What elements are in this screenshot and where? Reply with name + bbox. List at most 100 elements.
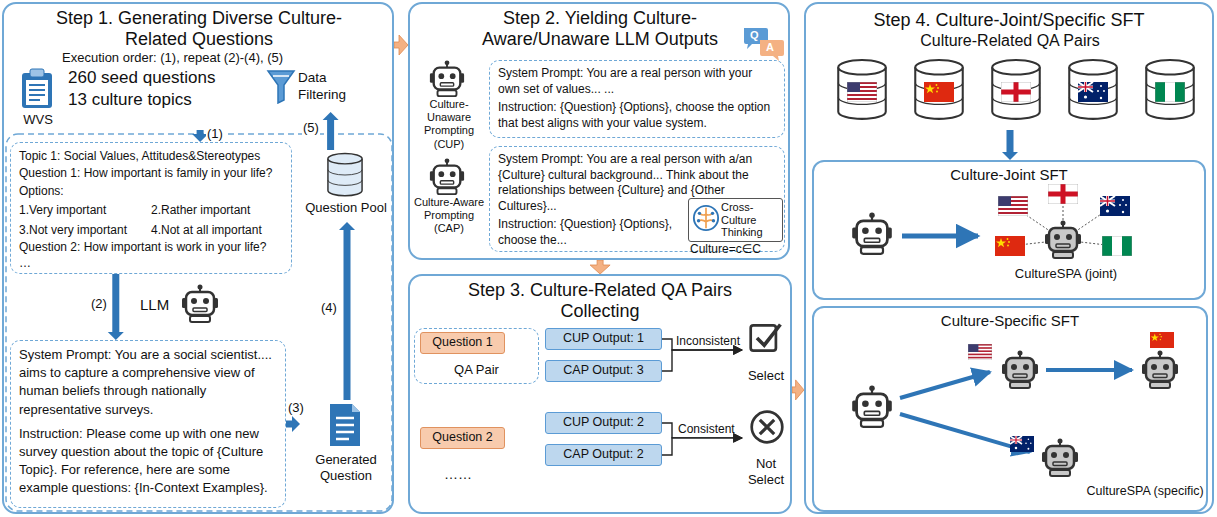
llm-robot — [182, 285, 218, 323]
node-text: Question 1 — [421, 333, 504, 351]
text-label: Culture=c∈C — [690, 242, 761, 256]
prompt-box: System Prompt: You are a real person wit… — [489, 146, 785, 252]
node-text: Step 1. Generating Diverse Culture-Relat… — [34, 8, 364, 49]
node-text: System Prompt: You are a real person wit… — [498, 66, 776, 97]
text-label: A — [766, 41, 774, 53]
document-icon — [330, 404, 360, 446]
database-flags — [838, 60, 1193, 119]
flow-arrow — [590, 260, 610, 274]
node-text: Generated Question — [300, 452, 392, 485]
flow-arrow — [792, 380, 804, 400]
source-block: WVS 260 seed questions13 culture topics — [14, 66, 224, 130]
flow-arrow — [286, 416, 300, 432]
filter-icon — [268, 71, 294, 103]
text-label: Consistent — [678, 422, 735, 436]
node-text: LLM — [140, 296, 169, 313]
node-text: WVS — [16, 112, 60, 127]
decision-block: Not Select — [742, 408, 790, 496]
loop-outline — [6, 134, 392, 511]
question-tag: Question 1 — [420, 332, 505, 354]
edge-label: (4) — [320, 300, 338, 315]
filter-block: Data Filtering — [262, 66, 362, 112]
node-text: Options: — [19, 183, 283, 200]
question-box: Topic 1: Social Values, Attitudes&Stereo… — [10, 142, 292, 274]
text-label: Inconsistent — [676, 334, 740, 348]
node-text: Data Filtering — [298, 70, 360, 104]
node-text: Culture-Joint SFT — [814, 166, 1204, 183]
wvs-icon — [22, 69, 52, 108]
output-tag: CUP Output: 1 — [545, 328, 662, 350]
node-text: Question 2 — [421, 428, 504, 446]
text-label: Q — [750, 29, 759, 41]
model-block: CultureSPA (specific) — [1084, 482, 1206, 504]
output-tag: CUP Output: 2 — [545, 412, 662, 434]
node-text: Culture-Aware Prompting (CAP) — [411, 196, 487, 236]
node-text: Step 4. Culture-Joint/Specific SFT — [806, 10, 1212, 31]
question-tag: Question 2 — [420, 427, 505, 449]
robot-block: Culture-Unaware Prompting (CUP) — [411, 58, 487, 154]
llm-block: LLM — [140, 284, 224, 330]
decision-block: Select — [742, 318, 790, 392]
sft-box: Culture-Joint SFT CultureSPA (joint) — [812, 160, 1206, 300]
joint-illustration — [852, 184, 1132, 258]
edge-label: (5) — [302, 120, 320, 135]
check-icon — [751, 325, 781, 351]
node-text: Culture-Related QA Pairs — [812, 32, 1208, 50]
edge-label: (1) — [206, 126, 224, 141]
edge-label: (3) — [287, 400, 305, 415]
output-tag: CAP Output: 2 — [545, 444, 662, 466]
edge-label: (2) — [90, 296, 108, 311]
node-text: 260 seed questions — [68, 68, 215, 88]
step-panel: Step 2. Yielding Culture-Aware/Unaware L… — [408, 2, 790, 260]
qa-bubbles — [744, 28, 784, 61]
node-text: CAP Output: 2 — [546, 445, 661, 463]
prompt-box: System Prompt: You are a social scientis… — [10, 340, 286, 508]
pair-box: QA Pair Question 1 — [414, 328, 539, 384]
node-text: CultureSPA (specific) — [1084, 484, 1206, 498]
node-text: Instruction: Please come up with one new… — [19, 425, 277, 498]
node-text: … — [19, 256, 283, 270]
node-text: Culture-Specific SFT — [814, 312, 1206, 329]
step-panel: Step 1. Generating Diverse Culture-Relat… — [2, 2, 394, 514]
node-text: 1.Very important — [19, 202, 151, 219]
node-text: 13 culture topics — [68, 90, 192, 110]
output-tag: CAP Output: 3 — [545, 360, 662, 382]
cross-icon — [752, 412, 783, 443]
node-text: Instruction: {Question} {Options}, choos… — [498, 100, 776, 131]
text-label: Execution order: (1), repeat (2)-(4), (5… — [62, 50, 283, 65]
node-text: System Prompt: You are a social scientis… — [19, 346, 277, 419]
node-text: CultureSPA (joint) — [1000, 266, 1132, 281]
sft-box: Culture-Specific SFT CultureSPA (specific… — [812, 306, 1208, 512]
node-text: CAP Output: 3 — [546, 361, 661, 379]
pool-icon — [328, 153, 362, 195]
connector-arrow — [662, 350, 742, 371]
text-label: …… — [444, 466, 472, 482]
thinking-box: Cross-Culture Thinking — [688, 198, 783, 242]
flow-arrow — [1002, 130, 1018, 160]
node-text: CUP Output: 1 — [546, 329, 661, 347]
connector-arrow — [662, 423, 742, 438]
node-text: Cross-Culture Thinking — [721, 201, 781, 239]
node-text: Question 2: How important is work in you… — [19, 239, 283, 256]
database-block: Question Pool — [300, 150, 392, 222]
prompt-box: System Prompt: You are a real person wit… — [489, 60, 785, 138]
connector-arrow — [662, 438, 742, 455]
brain-icon — [694, 206, 718, 230]
flow-arrow — [394, 35, 408, 55]
step-panel: Step 4. Culture-Joint/Specific SFTCultur… — [804, 2, 1214, 514]
node-text: Question Pool — [300, 200, 392, 215]
robot-block: Culture-Aware Prompting (CAP) — [411, 156, 487, 254]
flow-arrow — [339, 222, 355, 400]
node-text: 2.Rather important — [151, 202, 283, 219]
cap-robot — [430, 158, 464, 194]
node-text: Select — [742, 368, 790, 383]
node-text: 4.Not at all important — [151, 222, 283, 239]
node-text: CUP Output: 2 — [546, 413, 661, 431]
flow-arrow — [323, 112, 339, 150]
node-text: Step 3. Culture-Related QA Pairs Collect… — [440, 280, 760, 321]
cup-robot — [430, 60, 464, 96]
node-text: QA Pair — [415, 362, 538, 377]
specific-illustration — [852, 332, 1178, 476]
node-text: Not Select — [742, 456, 790, 487]
document-block: Generated Question — [300, 400, 392, 495]
